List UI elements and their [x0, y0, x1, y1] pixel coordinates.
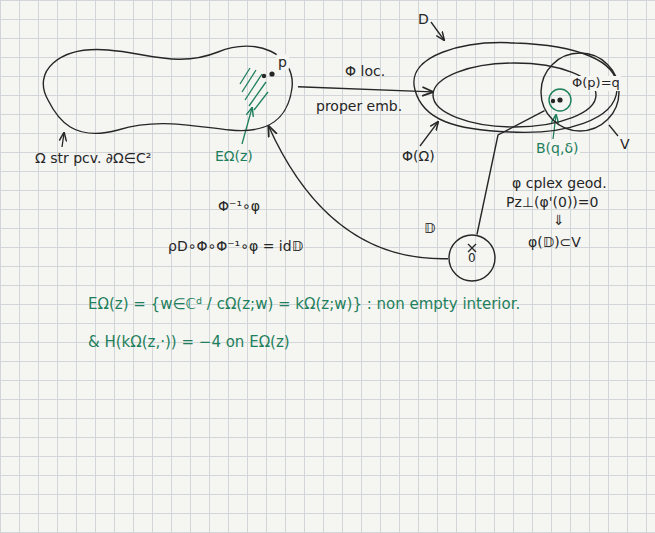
image-region-outline	[432, 62, 597, 128]
leader-lines	[62, 22, 618, 147]
point-q	[557, 97, 562, 102]
ball-outline	[548, 88, 572, 112]
node-label: 𝔻	[424, 220, 435, 236]
formula: ρD∘Φ∘Φ⁻¹∘φ = id𝔻	[168, 238, 303, 254]
formula: φ(𝔻)⊂V	[528, 234, 581, 250]
map-label: proper emb.	[316, 98, 402, 114]
point	[551, 99, 555, 103]
unit-disk: 𝔻0	[448, 234, 496, 282]
node-label: D	[418, 11, 429, 27]
formula: & H(kΩ(z,·)) = −4 on EΩ(z)	[88, 334, 290, 351]
point-p	[269, 71, 274, 76]
node-label: 0	[468, 252, 476, 266]
formula: Pz⊥(φ'(0))=0	[506, 194, 598, 210]
implies-arrow: ⇓	[553, 212, 565, 228]
map-label: Φ⁻¹∘φ	[218, 198, 260, 214]
node-label: V	[620, 136, 630, 152]
node-label: B(q,δ)	[534, 140, 580, 156]
formula: EΩ(z) = {w∈ℂᵈ / cΩ(z;w) = kΩ(z;w)} : non…	[88, 296, 520, 313]
point-z	[262, 74, 266, 78]
edge-label: φ cplex geod.	[512, 175, 607, 191]
set-label: EΩ(z)	[215, 148, 253, 164]
image-region: Φ(Ω)	[432, 62, 597, 128]
domain-omega: Ω str pcv. ∂Ω∈C²p	[30, 38, 298, 138]
ball: B(q,δ)	[548, 88, 572, 112]
node-label: Ω str pcv. ∂Ω∈C²	[35, 150, 151, 166]
edge-label: Φ loc.	[345, 63, 385, 79]
neighbourhood-v: VΦ(p)=qB(q,δ)	[540, 52, 620, 132]
domain-omega-outline	[30, 38, 298, 138]
geodesic-line	[477, 111, 545, 235]
hatching	[240, 68, 268, 110]
node-label: Φ(p)=q	[570, 76, 622, 91]
map-arrow	[298, 87, 432, 92]
node-label: p	[276, 54, 289, 70]
node-label: Φ(Ω)	[402, 148, 435, 164]
